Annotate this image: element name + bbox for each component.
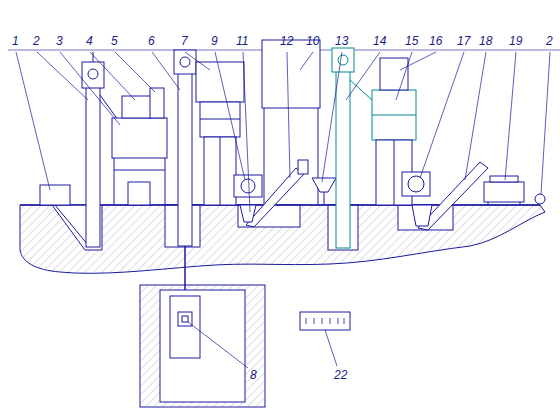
callout-number: 7 [181,34,188,48]
callout-number: 13 [335,34,348,48]
callout-number: 19 [509,34,522,48]
callout-number: 2 [546,34,553,48]
callout-number: 9 [211,34,218,48]
callout-number: 1 [12,34,19,48]
callout-number: 2 [33,34,40,48]
callout-number: 18 [479,34,492,48]
callout-number: 22 [334,368,347,382]
callout-number: 14 [373,34,386,48]
leader-lines [16,52,550,368]
callout-number: 16 [429,34,442,48]
callout-number: 5 [111,34,118,48]
callout-number: 3 [56,34,63,48]
callout-number: 10 [306,34,319,48]
callout-number: 15 [405,34,418,48]
callout-number: 12 [280,34,293,48]
callout-number: 17 [457,34,470,48]
callout-number: 8 [250,368,257,382]
callout-number: 4 [86,34,93,48]
callout-number: 11 [236,34,248,48]
callout-number: 6 [148,34,155,48]
